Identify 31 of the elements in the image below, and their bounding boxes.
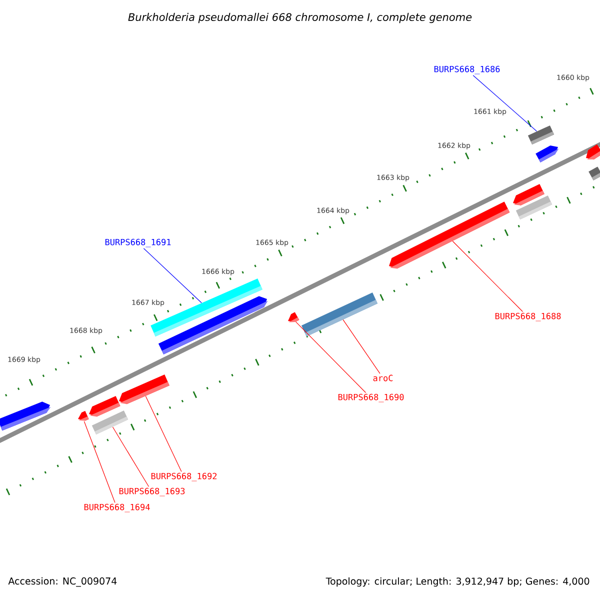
- gene-feature: [288, 312, 300, 322]
- leader-line: [342, 319, 380, 374]
- gene-name: aroC: [373, 374, 393, 382]
- gene-feature: [536, 146, 559, 162]
- gene-name: BURPS668_1690: [338, 394, 404, 402]
- leader-line: [472, 75, 538, 132]
- leader-line: [143, 248, 202, 304]
- gene-name: BURPS668_1693: [119, 488, 185, 496]
- gene-feature: [89, 396, 120, 417]
- leader-line: [296, 322, 366, 393]
- leader-line: [145, 396, 182, 472]
- gene-name: BURPS668_1691: [105, 238, 171, 248]
- gene-name: BURPS668_1686: [434, 66, 500, 74]
- gene-feature: [301, 292, 378, 336]
- gene-feature: [78, 410, 89, 421]
- gene-feature: [528, 125, 554, 145]
- footer-text: Accession: NC_009074: [8, 577, 117, 587]
- gene-feature: [389, 202, 510, 269]
- gene-feature: [0, 402, 51, 431]
- leader-line: [84, 421, 116, 503]
- gene-feature: [586, 144, 600, 160]
- footer-text: Topology: circular; Length: 3,912,947 bp; Genes: 4,000: [326, 577, 590, 587]
- gene-name: BURPS668_1692: [151, 472, 217, 482]
- gene-feature: [588, 166, 600, 180]
- gene-feature: [516, 195, 552, 220]
- title: Burkholderia pseudomallei 668 chromosome I, complete genome: [128, 12, 472, 24]
- gene-name: BURPS668_1694: [84, 504, 150, 512]
- leader-line: [452, 240, 523, 312]
- leader-line: [112, 426, 150, 487]
- gene-feature: [119, 374, 170, 404]
- gene-name: BURPS668_1688: [495, 312, 561, 322]
